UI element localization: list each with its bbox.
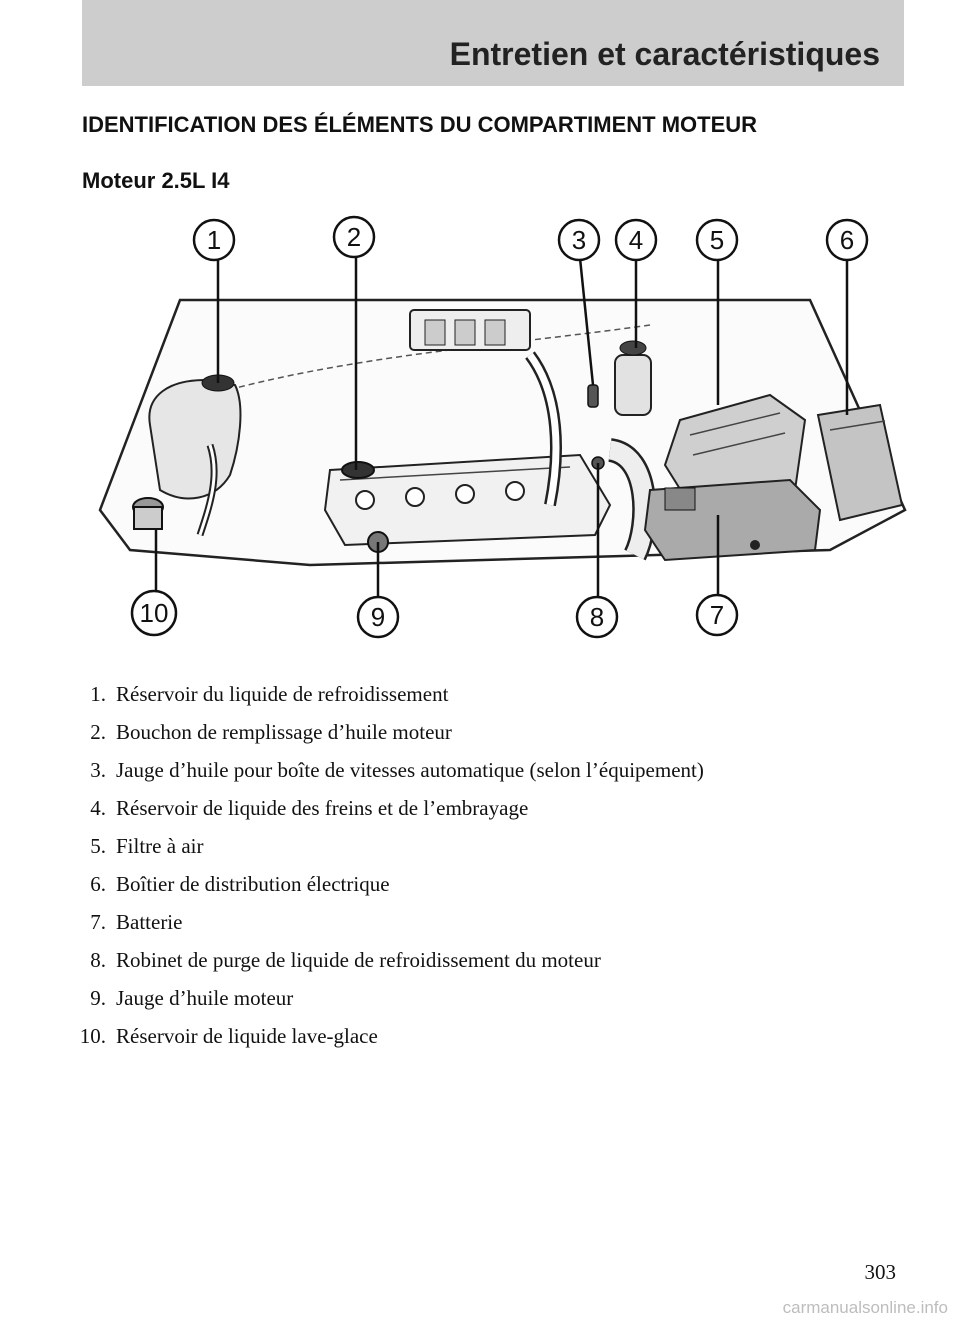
legend-item: 5. Filtre à air <box>60 832 860 860</box>
callout-leader-lines <box>154 255 849 597</box>
legend-number: 6. <box>90 872 106 896</box>
legend-text: Jauge d’huile pour boîte de vitesses aut… <box>116 758 704 782</box>
legend-text: Batterie <box>116 910 183 934</box>
engine-title: Moteur 2.5L I4 <box>82 168 230 193</box>
callout-5: 5 <box>695 218 739 262</box>
legend-text: Robinet de purge de liquide de refroidis… <box>116 948 601 972</box>
legend-text: Bouchon de remplissage d’huile moteur <box>116 720 452 744</box>
svg-text:5: 5 <box>710 225 724 255</box>
engine-diagram-svg: 1 2 3 4 5 6 7 8 <box>98 215 907 639</box>
callout-6: 6 <box>825 218 869 262</box>
section-title: IDENTIFICATION DES ÉLÉMENTS DU COMPARTIM… <box>82 112 758 137</box>
washer-reservoir-shape <box>132 497 164 530</box>
battery-shape <box>643 478 822 562</box>
legend-number: 9. <box>90 986 106 1010</box>
legend-item: 6. Boîtier de distribution électrique <box>60 870 860 898</box>
legend-number: 5. <box>90 834 106 858</box>
legend-number: 4. <box>90 796 106 820</box>
legend-text: Réservoir de liquide lave-glace <box>116 1024 378 1048</box>
coolant-reservoir-shape <box>148 374 242 537</box>
svg-text:3: 3 <box>572 225 586 255</box>
component-legend: 1. Réservoir du liquide de refroidisseme… <box>60 680 860 1060</box>
transmission-dipstick-shape <box>587 384 599 408</box>
legend-number: 3. <box>90 758 106 782</box>
svg-text:2: 2 <box>347 222 361 252</box>
callout-2: 2 <box>332 215 376 259</box>
legend-item: 7. Batterie <box>60 908 860 936</box>
legend-number: 10. <box>79 1024 106 1048</box>
legend-item: 4. Réservoir de liquide des freins et de… <box>60 794 860 822</box>
distribution-box-shape <box>816 403 904 522</box>
callout-3: 3 <box>557 218 601 262</box>
svg-text:9: 9 <box>371 602 385 632</box>
svg-text:1: 1 <box>207 225 221 255</box>
callout-7: 7 <box>695 593 739 637</box>
legend-item: 9. Jauge d’huile moteur <box>60 984 860 1012</box>
callout-9: 9 <box>356 595 400 639</box>
legend-item: 2. Bouchon de remplissage d’huile moteur <box>60 718 860 746</box>
page-number: 303 <box>864 1260 897 1284</box>
svg-text:8: 8 <box>590 602 604 632</box>
legend-text: Réservoir du liquide de refroidissement <box>116 682 449 706</box>
legend-text: Boîtier de distribution électrique <box>116 872 390 896</box>
callout-4: 4 <box>614 218 658 262</box>
legend-text: Jauge d’huile moteur <box>116 986 294 1010</box>
legend-text: Filtre à air <box>116 834 204 858</box>
callout-8: 8 <box>575 595 619 639</box>
legend-number: 7. <box>90 910 106 934</box>
legend-item: 3. Jauge d’huile pour boîte de vitesses … <box>60 756 860 784</box>
legend-number: 1. <box>90 682 106 706</box>
watermark: carmanualsonline.info <box>782 1298 948 1317</box>
callout-10: 10 <box>130 589 178 637</box>
svg-text:6: 6 <box>840 225 854 255</box>
legend-number: 2. <box>90 720 106 744</box>
hood-line <box>209 324 651 396</box>
svg-text:7: 7 <box>710 600 724 630</box>
callout-1: 1 <box>192 218 236 262</box>
svg-text:10: 10 <box>140 598 169 628</box>
svg-text:4: 4 <box>629 225 643 255</box>
legend-number: 8. <box>90 948 106 972</box>
engine-compartment-diagram: 1 2 3 4 5 6 7 8 <box>90 205 910 655</box>
legend-item: 1. Réservoir du liquide de refroidisseme… <box>60 680 860 708</box>
relay-block-shape <box>409 309 531 351</box>
brake-reservoir-shape <box>614 340 652 416</box>
engine-block-shape <box>323 453 612 553</box>
legend-text: Réservoir de liquide des freins et de l’… <box>116 796 529 820</box>
legend-item: 8. Robinet de purge de liquide de refroi… <box>60 946 860 974</box>
header-bar: Entretien et caractéristiques <box>82 0 904 86</box>
legend-item: 10. Réservoir de liquide lave-glace <box>60 1022 860 1050</box>
header-title: Entretien et caractéristiques <box>449 36 880 72</box>
